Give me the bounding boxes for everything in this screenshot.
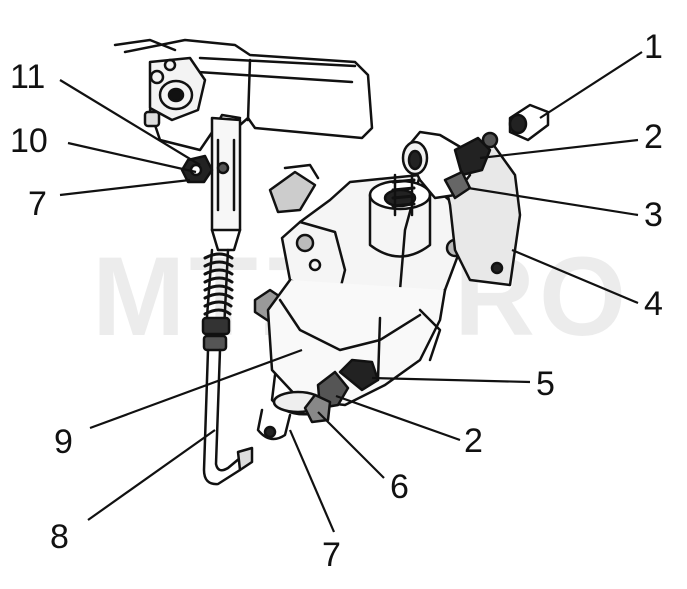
callout-9: 9 xyxy=(54,423,73,461)
callout-11: 11 xyxy=(10,58,45,96)
callout-10: 10 xyxy=(10,122,48,160)
lower-fitting xyxy=(303,358,380,424)
callout-3: 3 xyxy=(644,196,663,234)
callout-2-bottom: 2 xyxy=(464,422,483,460)
callout-8: 8 xyxy=(50,518,69,556)
callout-4: 4 xyxy=(644,285,663,323)
callout-7-bottom: 7 xyxy=(322,536,341,574)
side-plug xyxy=(268,163,320,214)
callout-2-top: 2 xyxy=(644,118,663,156)
clevis-yoke xyxy=(180,116,242,252)
callout-labels: 1 2 3 4 5 2 6 7 8 9 7 10 11 xyxy=(10,28,663,574)
valve-body xyxy=(253,173,465,441)
callout-1: 1 xyxy=(644,28,663,66)
spring-rod xyxy=(201,248,254,486)
callout-5: 5 xyxy=(536,365,555,403)
frame-bracket xyxy=(113,38,374,152)
cap-part xyxy=(508,103,550,142)
callout-7-top: 7 xyxy=(28,185,47,223)
callout-6: 6 xyxy=(390,468,409,506)
top-fitting xyxy=(391,130,522,287)
leader-lines xyxy=(59,51,643,533)
